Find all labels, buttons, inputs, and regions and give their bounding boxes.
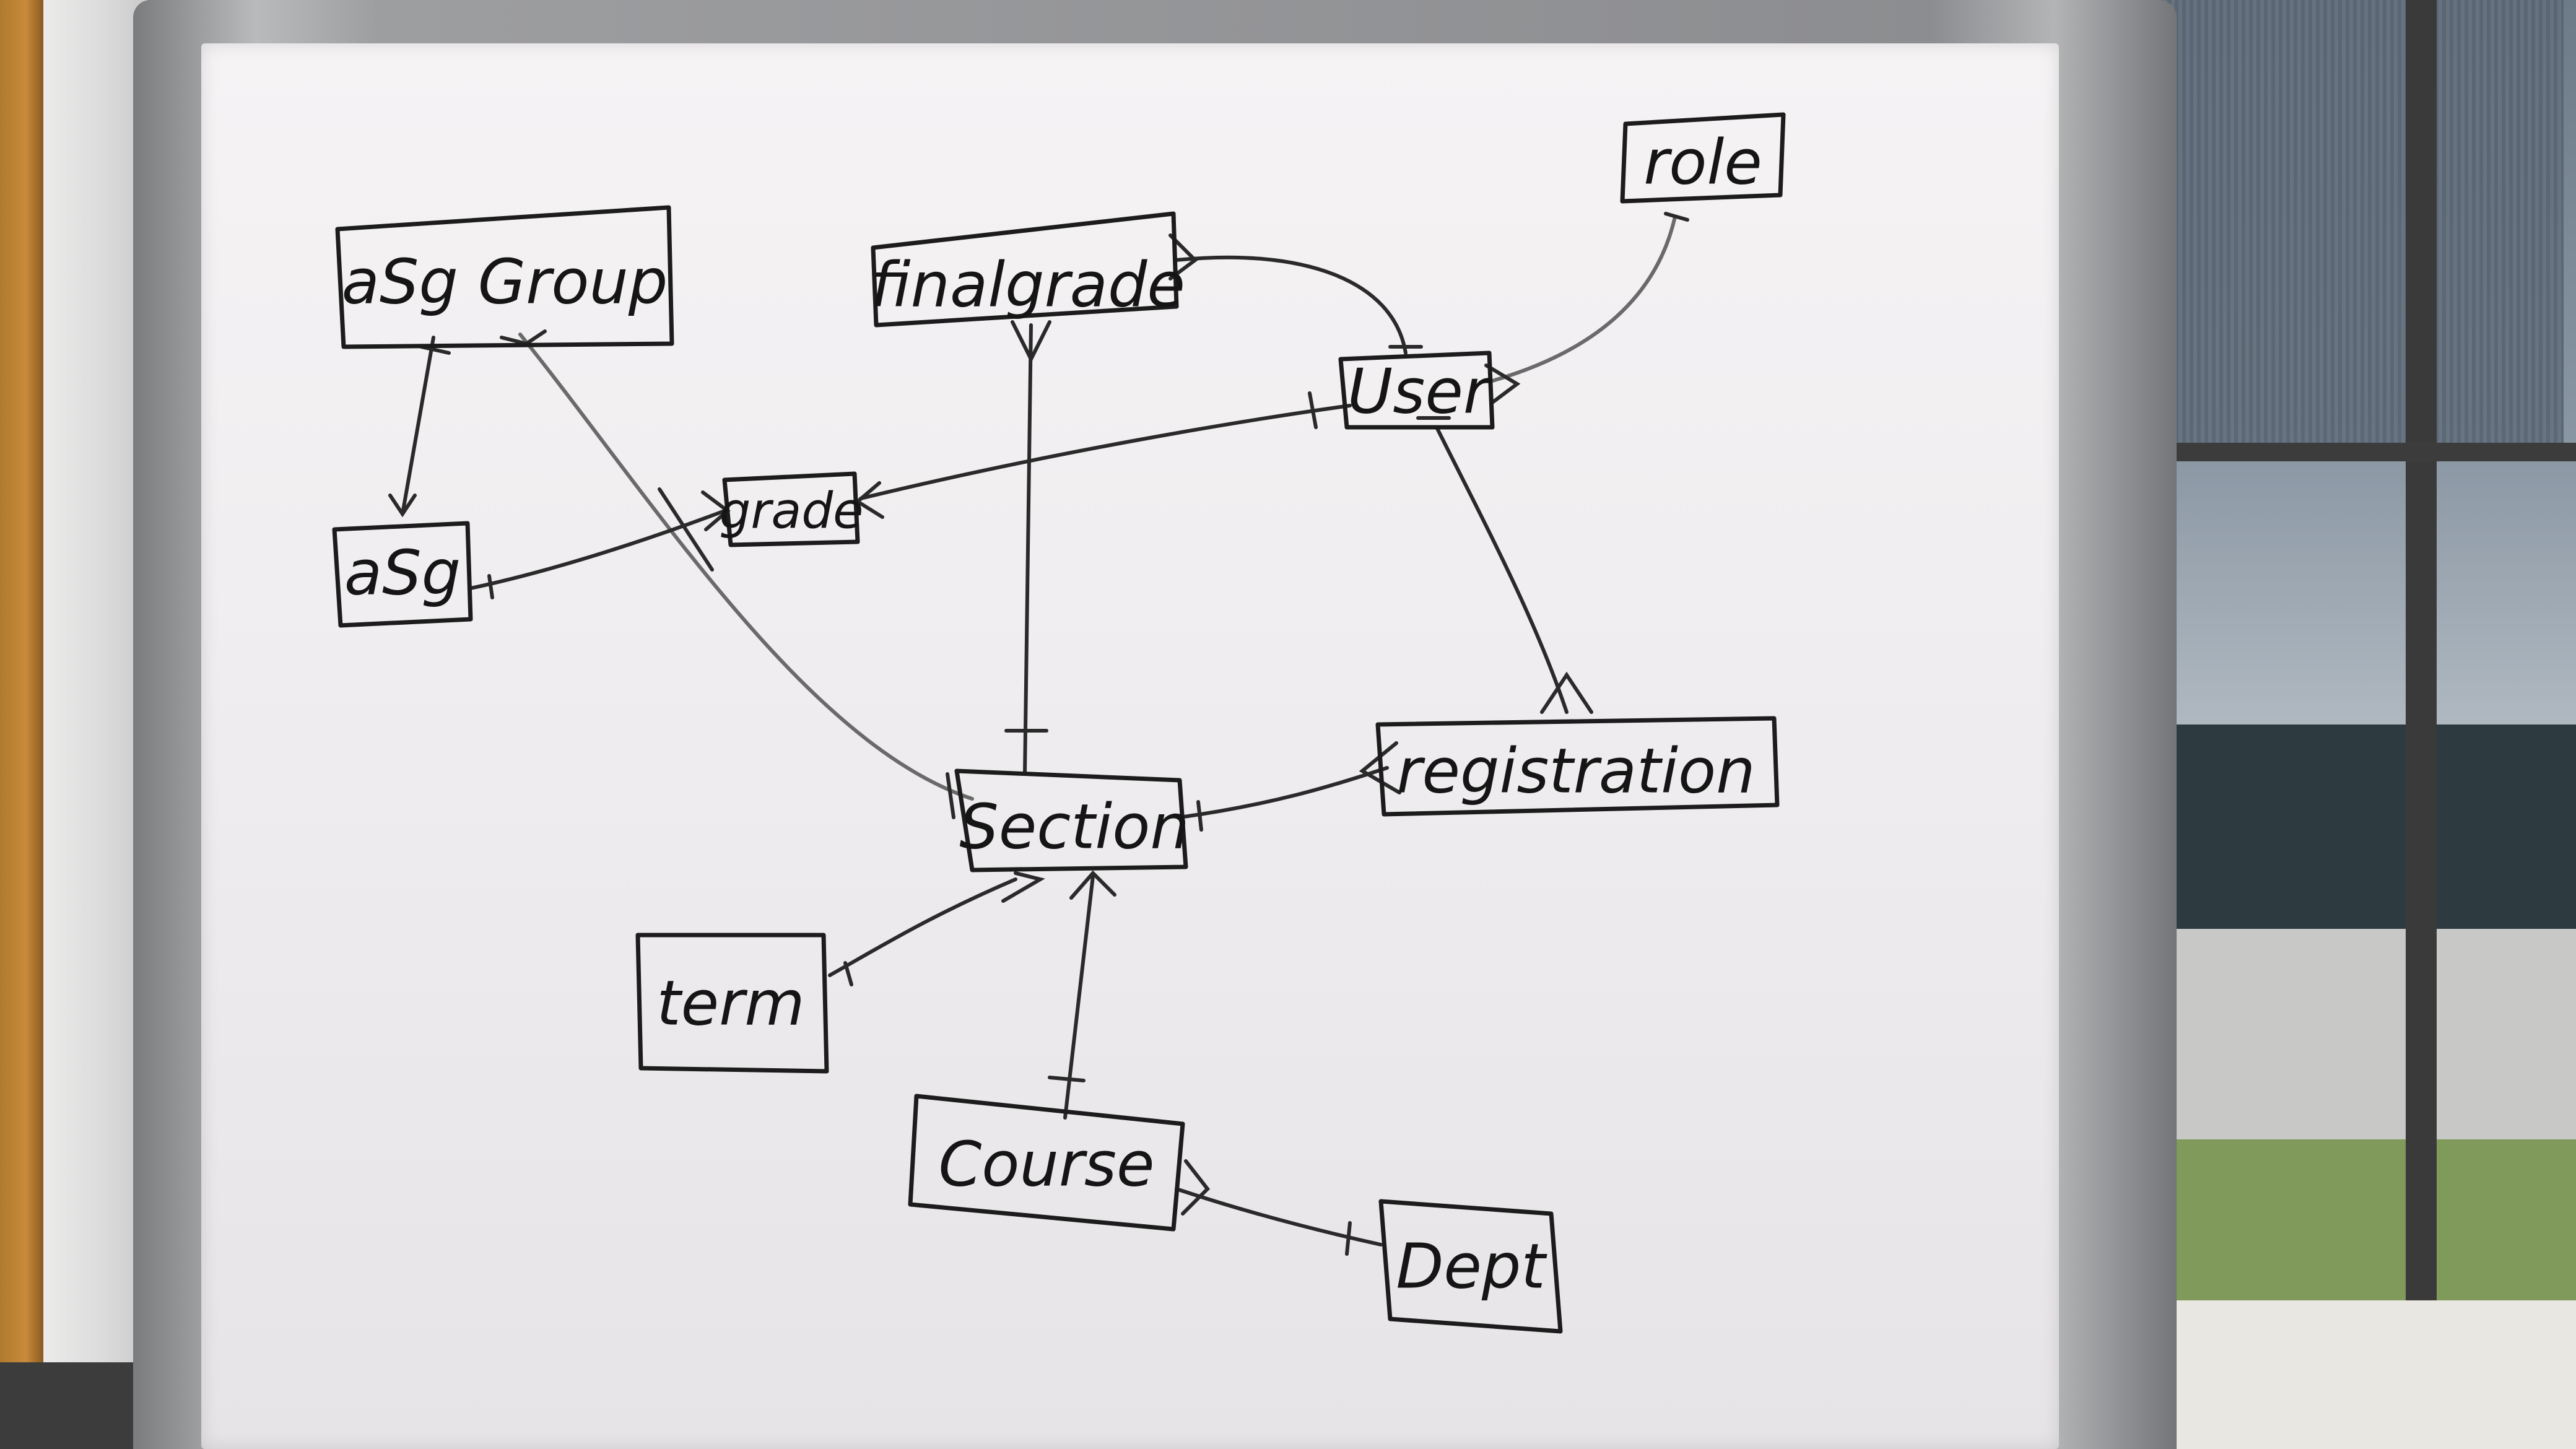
entity-label: Dept (1396, 1230, 1547, 1303)
crows-foot-marker (388, 494, 417, 518)
edge-grade-user (859, 404, 1352, 500)
edge-asg-grade (469, 509, 726, 590)
entity-label: registration (1396, 735, 1755, 807)
edge-finalgrade-section (1023, 323, 1033, 776)
edge-course-dept (1175, 1187, 1383, 1247)
wall-door-edge (0, 0, 43, 1449)
one-marker (1664, 212, 1689, 222)
entity-course: Course (908, 1094, 1185, 1232)
entity-label: aSg Group (342, 246, 668, 318)
cardinality-markers (388, 212, 1689, 1256)
edge-asggroup-section (518, 333, 974, 801)
entity-term: term (635, 933, 829, 1074)
window-mullion (2406, 0, 2437, 1449)
crows-foot-marker (1001, 871, 1045, 903)
edge-user-registration (1435, 425, 1569, 714)
entity-label: term (656, 967, 804, 1040)
entity-label: grade (720, 482, 864, 540)
whiteboard-surface (201, 43, 2059, 1449)
edge-asggroup-asg (401, 336, 435, 516)
entity-label: aSg (344, 537, 461, 609)
entity-label: Section (959, 791, 1190, 863)
window-transom (2130, 443, 2576, 461)
edge-section-registration (1178, 766, 1389, 819)
crows-foot-marker (1359, 741, 1401, 794)
entity-label: User (1347, 355, 1492, 428)
entity-label: role (1643, 126, 1762, 199)
entity-section: Section (954, 768, 1190, 872)
one-marker (843, 961, 853, 986)
entity-user: User (1338, 350, 1495, 430)
one-marker (487, 574, 494, 599)
entity-grade: grade (720, 471, 864, 547)
crows-foot-marker (1168, 233, 1198, 281)
crows-foot-marker (1181, 1159, 1210, 1216)
wall-panel (43, 0, 149, 1449)
entity-finalgrade: finalgrade (871, 211, 1185, 328)
one-marker (1308, 391, 1318, 429)
crows-foot-marker (1011, 320, 1051, 363)
one-marker (1196, 800, 1203, 832)
crows-foot-marker (1484, 363, 1521, 404)
one-marker (1048, 1076, 1086, 1082)
window-blind (2130, 0, 2564, 452)
one-marker (658, 487, 714, 572)
one-marker (1345, 1221, 1352, 1256)
entity-label: Course (938, 1128, 1154, 1201)
entity-dept: Dept (1378, 1199, 1563, 1334)
entity-asg: aSg (332, 521, 473, 628)
relationship-lines (401, 215, 1677, 1247)
crows-foot-marker (1069, 870, 1116, 900)
crows-foot-marker (1540, 671, 1593, 714)
entity-asg-group: aSg Group (335, 205, 674, 349)
entity-role: role (1620, 112, 1786, 204)
outdoor-fence (2118, 724, 2576, 960)
entity-registration: registration (1375, 716, 1780, 817)
entity-label: finalgrade (871, 249, 1185, 321)
edge-section-term (828, 877, 1017, 977)
one-marker (946, 772, 955, 819)
edge-user-role (1490, 215, 1677, 383)
edge-finalgrade-user (1175, 255, 1408, 355)
outdoor-road (2118, 929, 2576, 1139)
